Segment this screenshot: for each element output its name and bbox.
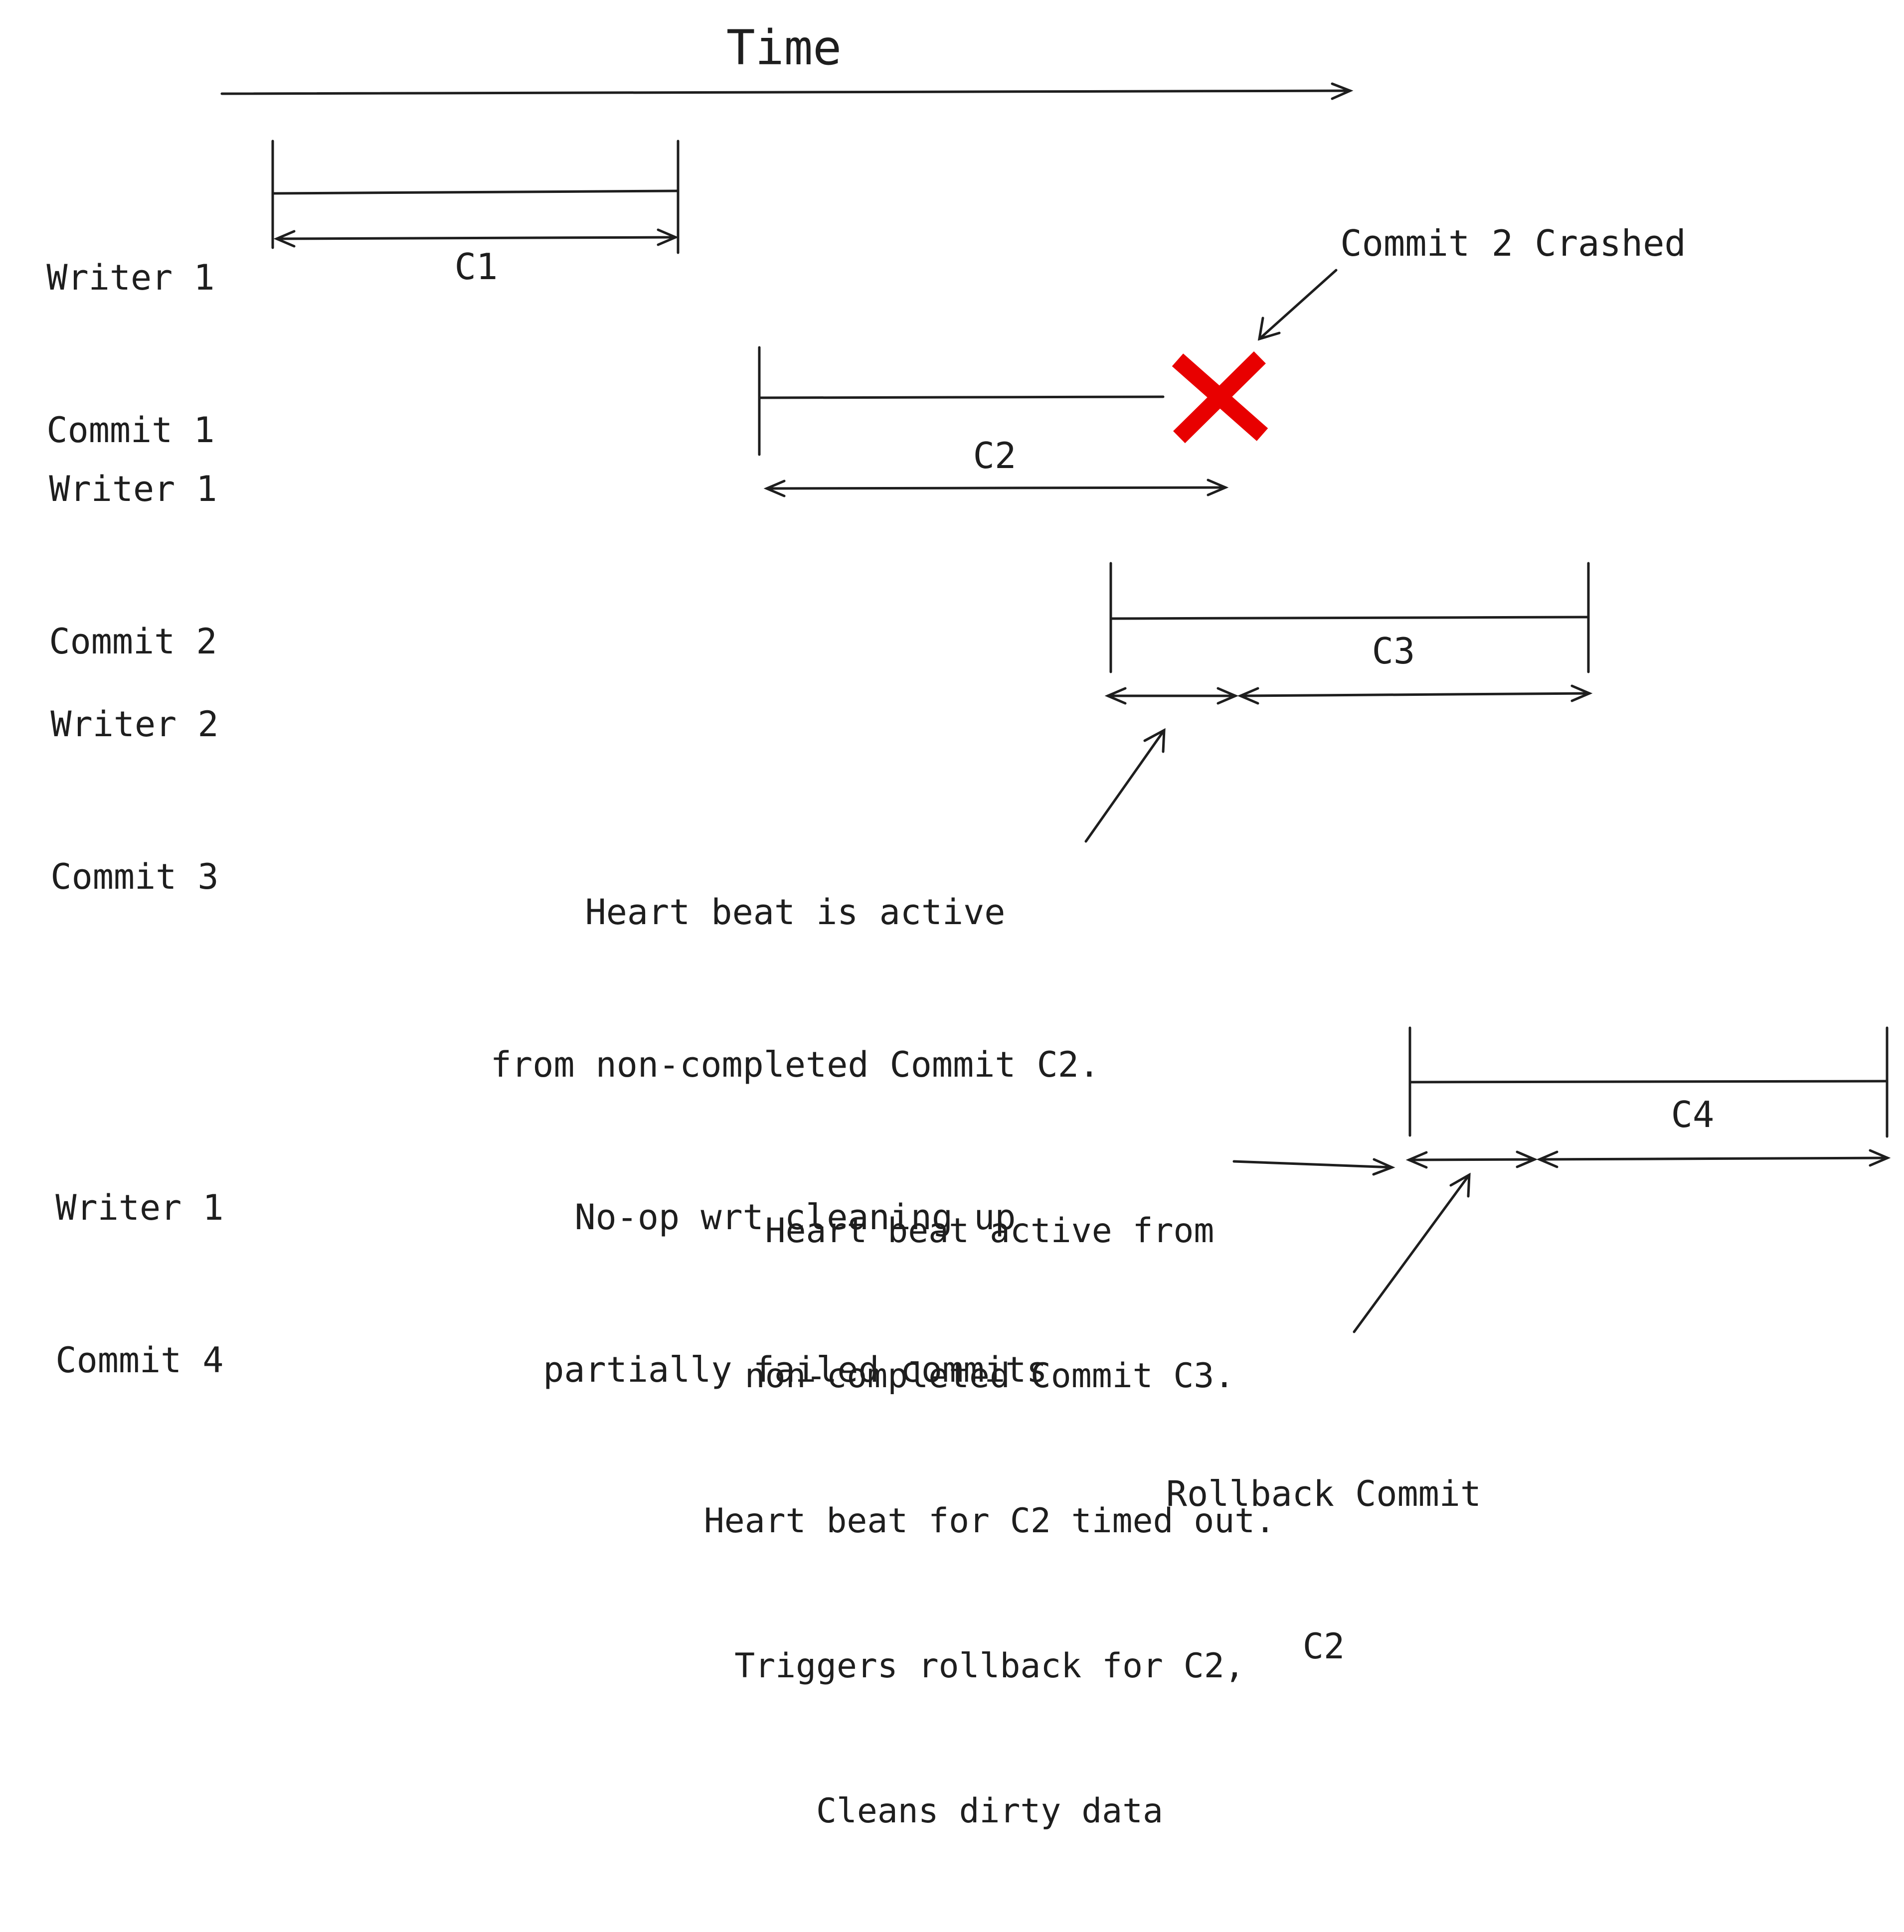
- c4-timeline: [1405, 1026, 1891, 1169]
- rollback-line-2: C2: [1302, 1626, 1345, 1667]
- crash-x-icon: [1172, 351, 1268, 444]
- rollback-line-1: Rollback Commit: [1166, 1473, 1482, 1514]
- c4-note-line-1: Heart beat active from: [765, 1211, 1214, 1251]
- diagram-canvas: Time Writer 1 Commit 1 Writer 1 Commit 2…: [41, 20, 1891, 1831]
- c3-note-line-3: No-op wrt cleaning up: [574, 1197, 1016, 1238]
- row-1-writer: Writer 1: [46, 257, 215, 298]
- c1-duration-label: C1: [454, 246, 498, 288]
- time-label: Time: [726, 20, 842, 76]
- c3-timeline: [1104, 562, 1593, 705]
- diagram-lines: [220, 82, 1891, 1333]
- c3-duration-label: C3: [1372, 630, 1415, 672]
- time-axis-arrow: [220, 82, 1354, 100]
- crash-annotation: Commit 2 Crashed: [1340, 222, 1686, 264]
- c1-timeline: [271, 140, 680, 254]
- c2-timeline: [758, 346, 1229, 497]
- row-1-commit: Commit 1: [46, 410, 215, 451]
- c4-note-line-5: Cleans dirty data: [816, 1791, 1163, 1831]
- row-2-writer: Writer 1: [49, 469, 217, 509]
- row-label-4: Writer 1 Commit 4: [47, 1081, 232, 1487]
- crash-pointer-arrow: [1257, 269, 1338, 341]
- c4-note-line-2: non-completed Commit C3.: [744, 1356, 1235, 1396]
- c4-duration-label: C4: [1671, 1094, 1715, 1135]
- c3-note-line-4: partially failed commits: [543, 1349, 1047, 1390]
- row-label-2: Writer 1 Commit 2: [41, 362, 225, 769]
- row-3-commit: Commit 3: [50, 856, 219, 897]
- row-3-writer: Writer 2: [50, 704, 219, 745]
- row-label-1: Writer 1 Commit 1: [41, 151, 220, 557]
- row-4-commit: Commit 4: [55, 1340, 224, 1381]
- c3-note-pointer-arrow: [1084, 728, 1166, 843]
- c3-note-line-2: from non-completed Commit C2.: [490, 1044, 1100, 1085]
- row-4-writer: Writer 1: [55, 1187, 224, 1228]
- c4-note-pointer-arrow: [1232, 1158, 1395, 1176]
- c3-note-line-1: Heart beat is active: [585, 892, 1006, 933]
- c3-heartbeat-note: Heart beat is active from non-completed …: [451, 785, 1139, 1497]
- row-label-3: Writer 2 Commit 3: [42, 597, 227, 1004]
- rollback-annotation: Rollback Commit C2: [1157, 1367, 1491, 1773]
- row-2-commit: Commit 2: [49, 621, 217, 662]
- rollback-pointer-arrow: [1353, 1172, 1471, 1333]
- c2-duration-label: C2: [973, 435, 1017, 477]
